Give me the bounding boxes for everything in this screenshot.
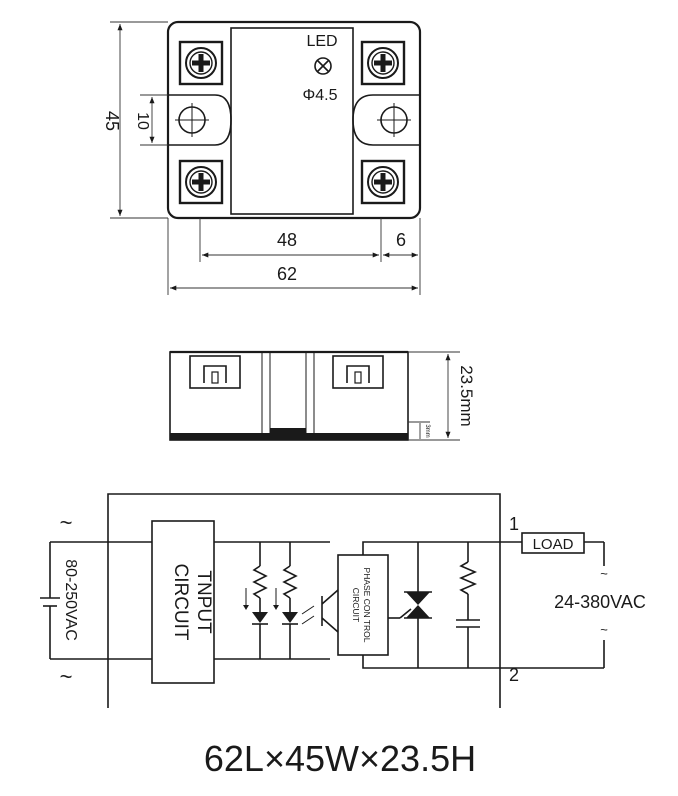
- relay-body-outline: [166, 20, 422, 220]
- dim-width-48: 48: [277, 230, 297, 250]
- load-label: LOAD: [533, 536, 574, 553]
- led-label: LED: [306, 33, 337, 50]
- screw-terminal-icon: [360, 40, 406, 86]
- input-voltage-label: 80-250VAC: [62, 559, 79, 641]
- phase-control-label-2: CIRCUIT: [351, 588, 361, 622]
- left-mount-hole: [175, 103, 209, 137]
- housing-outline: [107, 493, 501, 708]
- schematic: ~ ~ 80-250VAC TNPUT CIRCUIT: [40, 493, 646, 708]
- screw-terminal-icon: [178, 159, 224, 205]
- dim-side-height: 23.5mm: [457, 365, 476, 426]
- phase-control-label-1: PHASE CON TROL: [362, 568, 372, 643]
- dim-total-62: 62: [277, 264, 297, 284]
- ac-symbol-top: ~: [60, 510, 73, 535]
- left-mount-ear: [168, 94, 232, 146]
- ac-symbol-bottom: ~: [60, 664, 73, 689]
- terminal-2-label: 2: [509, 665, 519, 685]
- resistor-led-1: [243, 542, 268, 659]
- input-circuit-label-1: TNPUT: [193, 570, 214, 634]
- dim-height-45: 45: [102, 111, 122, 131]
- dimensions-caption: 62L×45W×23.5H: [204, 738, 476, 779]
- load-box: [521, 532, 585, 554]
- screw-terminal-icon: [178, 40, 224, 86]
- triac-icon: [399, 591, 432, 619]
- output-ac-top: ~: [600, 566, 608, 581]
- input-circuit-block: [151, 520, 215, 684]
- led-indicator-icon: [314, 57, 332, 75]
- output-voltage-label: 24-380VAC: [554, 592, 646, 612]
- input-circuit-label-2: CIRCUIT: [170, 563, 191, 640]
- optocoupler-icon: [301, 589, 339, 633]
- label-panel: [230, 27, 354, 215]
- side-base-strip: [170, 433, 408, 440]
- dim-hole-spacing-10: 10: [134, 112, 151, 130]
- top-view: LED Φ4.5 45 10 48 6 62: [102, 20, 422, 295]
- side-terminal-left: [189, 355, 241, 389]
- led-diameter: Φ4.5: [302, 87, 337, 104]
- right-mount-ear: [352, 94, 420, 146]
- output-ac-bottom: ~: [600, 622, 608, 637]
- side-terminal-right: [332, 355, 384, 389]
- side-view: 23.5mm 3mm: [169, 350, 476, 441]
- right-mount-hole: [377, 103, 411, 137]
- terminal-1-label: 1: [509, 514, 519, 534]
- resistor-led-2: [273, 542, 298, 659]
- dim-side-base: 3mm: [424, 424, 430, 437]
- dim-edge-6: 6: [396, 230, 406, 250]
- screw-terminal-icon: [360, 159, 406, 205]
- snubber-rc: [456, 542, 480, 668]
